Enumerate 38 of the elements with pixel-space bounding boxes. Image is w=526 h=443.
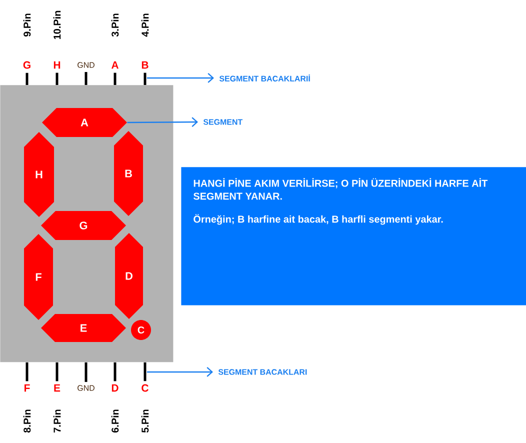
pin-label: B	[142, 61, 148, 69]
pin-number: 3.Pin	[111, 14, 119, 37]
arrow	[146, 73, 214, 83]
decimal-point: C	[131, 320, 151, 340]
pin-number: 6.Pin	[111, 410, 119, 433]
segment: H	[24, 132, 54, 217]
pin-leg	[114, 72, 116, 85]
pin-label: F	[24, 384, 30, 392]
pin-number: 7.Pin	[53, 410, 61, 432]
pin-leg	[144, 72, 146, 85]
pin-leg	[26, 362, 28, 382]
pin-leg	[144, 362, 146, 382]
pin-leg	[56, 72, 58, 85]
segment: G	[41, 210, 126, 240]
info-box: HANGİ PİNE AKIM VERİLİRSE; O PİN ÜZERİNDEKİ HARFE AİT SEGMENT YANAR. Örneğin; B harfine ait bacak, B harfli segmenti yakar.	[181, 167, 526, 306]
segment: E	[41, 314, 126, 342]
pin-label: H	[54, 61, 60, 69]
pin-label: D	[112, 384, 118, 392]
pin-label: C	[142, 384, 148, 392]
pin-number: 10.Pin	[53, 10, 61, 40]
pin-number: 5.Pin	[141, 410, 149, 433]
pin-number: 9.Pin	[23, 14, 31, 37]
pin-label: A	[112, 61, 118, 69]
segment: F	[24, 234, 53, 320]
arrow	[127, 117, 198, 127]
pin-leg	[84, 362, 88, 382]
segment: A	[42, 108, 127, 137]
pin-label: E	[54, 384, 60, 392]
pin-label: G	[23, 61, 30, 69]
pin-leg	[26, 72, 28, 85]
pin-leg	[114, 362, 116, 382]
arrow	[146, 367, 213, 377]
pin-number: 8.Pin	[23, 410, 31, 433]
segment: D	[115, 232, 143, 319]
segment: B	[114, 130, 143, 216]
pin-number: 4.Pin	[141, 14, 149, 37]
pin-leg	[84, 72, 88, 85]
pin-leg	[56, 362, 58, 382]
